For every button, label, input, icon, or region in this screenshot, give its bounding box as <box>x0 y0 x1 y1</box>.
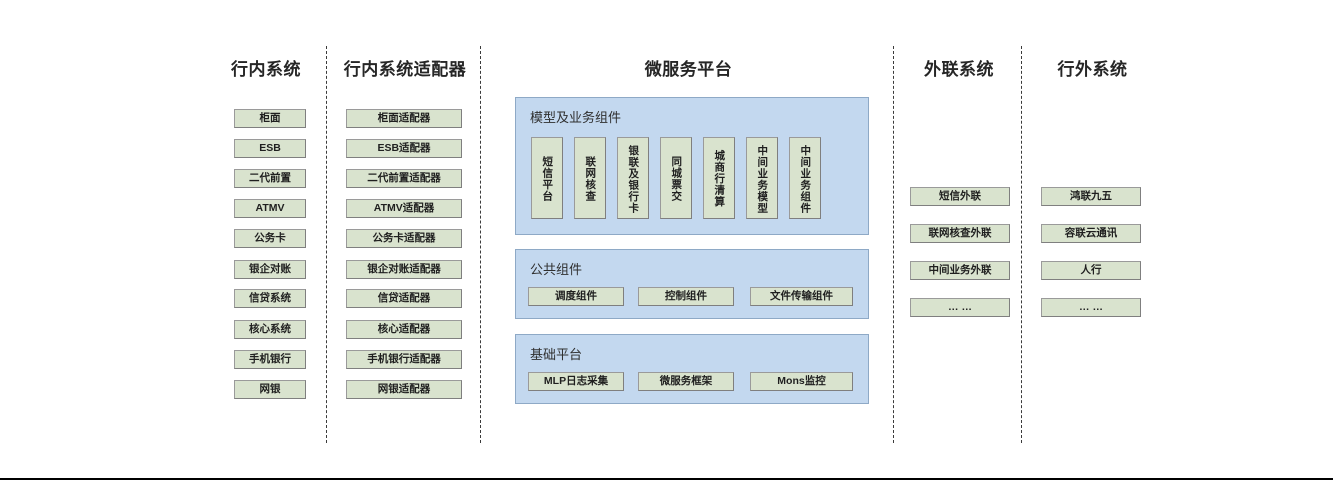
column-title-outside-bank-systems: 行外系统 <box>1057 60 1128 79</box>
node-outside-bank-system[interactable]: 容联云通讯 <box>1041 224 1141 243</box>
node-model-component[interactable]: 短信平台 <box>531 137 563 219</box>
node-external-link-system[interactable]: … … <box>910 298 1010 317</box>
node-internal-adapter[interactable]: 银企对账适配器 <box>346 260 462 279</box>
node-model-component[interactable]: 中间业务组件 <box>789 137 821 219</box>
node-internal-adapter[interactable]: ESB适配器 <box>346 139 462 158</box>
column-separator-4 <box>1021 46 1022 443</box>
panel-public-components: 公共组件 <box>515 249 869 319</box>
node-internal-system[interactable]: 二代前置 <box>234 169 306 188</box>
column-separator-2 <box>480 46 481 443</box>
node-internal-adapter[interactable]: 柜面适配器 <box>346 109 462 128</box>
node-external-link-system[interactable]: 短信外联 <box>910 187 1010 206</box>
node-internal-system[interactable]: 核心系统 <box>234 320 306 339</box>
node-public-component[interactable]: 文件传输组件 <box>750 287 853 306</box>
node-outside-bank-system[interactable]: 鸿联九五 <box>1041 187 1141 206</box>
node-base-platform-component[interactable]: Mons监控 <box>750 372 853 391</box>
node-outside-bank-system[interactable]: 人行 <box>1041 261 1141 280</box>
node-model-component[interactable]: 城商行清算 <box>703 137 735 219</box>
node-base-platform-component[interactable]: MLP日志采集 <box>528 372 624 391</box>
column-title-internal-adapters: 行内系统适配器 <box>343 60 467 79</box>
column-title-microservice-platform: 微服务平台 <box>644 60 733 79</box>
node-internal-system[interactable]: ATMV <box>234 199 306 218</box>
panel-title-model-business-components: 模型及业务组件 <box>530 110 622 125</box>
node-internal-system[interactable]: 银企对账 <box>234 260 306 279</box>
node-internal-adapter[interactable]: 网银适配器 <box>346 380 462 399</box>
node-internal-system[interactable]: 柜面 <box>234 109 306 128</box>
node-external-link-system[interactable]: 中间业务外联 <box>910 261 1010 280</box>
panel-title-public-components: 公共组件 <box>530 262 583 277</box>
node-internal-adapter[interactable]: 信贷适配器 <box>346 289 462 308</box>
node-model-component[interactable]: 联网核查 <box>574 137 606 219</box>
node-internal-adapter[interactable]: 核心适配器 <box>346 320 462 339</box>
node-model-component[interactable]: 中间业务模型 <box>746 137 778 219</box>
node-internal-adapter[interactable]: 二代前置适配器 <box>346 169 462 188</box>
column-separator-1 <box>326 46 327 443</box>
node-internal-adapter[interactable]: ATMV适配器 <box>346 199 462 218</box>
node-base-platform-component[interactable]: 微服务框架 <box>638 372 734 391</box>
node-model-component[interactable]: 同城票交 <box>660 137 692 219</box>
column-title-external-link-systems: 外联系统 <box>924 60 994 79</box>
node-internal-system[interactable]: 手机银行 <box>234 350 306 369</box>
node-internal-system[interactable]: 公务卡 <box>234 229 306 248</box>
column-separator-3 <box>893 46 894 443</box>
node-internal-adapter[interactable]: 手机银行适配器 <box>346 350 462 369</box>
panel-title-base-platform: 基础平台 <box>530 347 583 362</box>
node-public-component[interactable]: 调度组件 <box>528 287 624 306</box>
node-internal-adapter[interactable]: 公务卡适配器 <box>346 229 462 248</box>
node-external-link-system[interactable]: 联网核查外联 <box>910 224 1010 243</box>
node-model-component[interactable]: 银联及银行卡 <box>617 137 649 219</box>
slide-bottom-rule <box>0 478 1333 480</box>
panel-base-platform: 基础平台 <box>515 334 869 404</box>
node-internal-system[interactable]: ESB <box>234 139 306 158</box>
node-internal-system[interactable]: 网银 <box>234 380 306 399</box>
column-title-internal-systems: 行内系统 <box>231 60 301 79</box>
node-outside-bank-system[interactable]: … … <box>1041 298 1141 317</box>
node-internal-system[interactable]: 信贷系统 <box>234 289 306 308</box>
node-public-component[interactable]: 控制组件 <box>638 287 734 306</box>
